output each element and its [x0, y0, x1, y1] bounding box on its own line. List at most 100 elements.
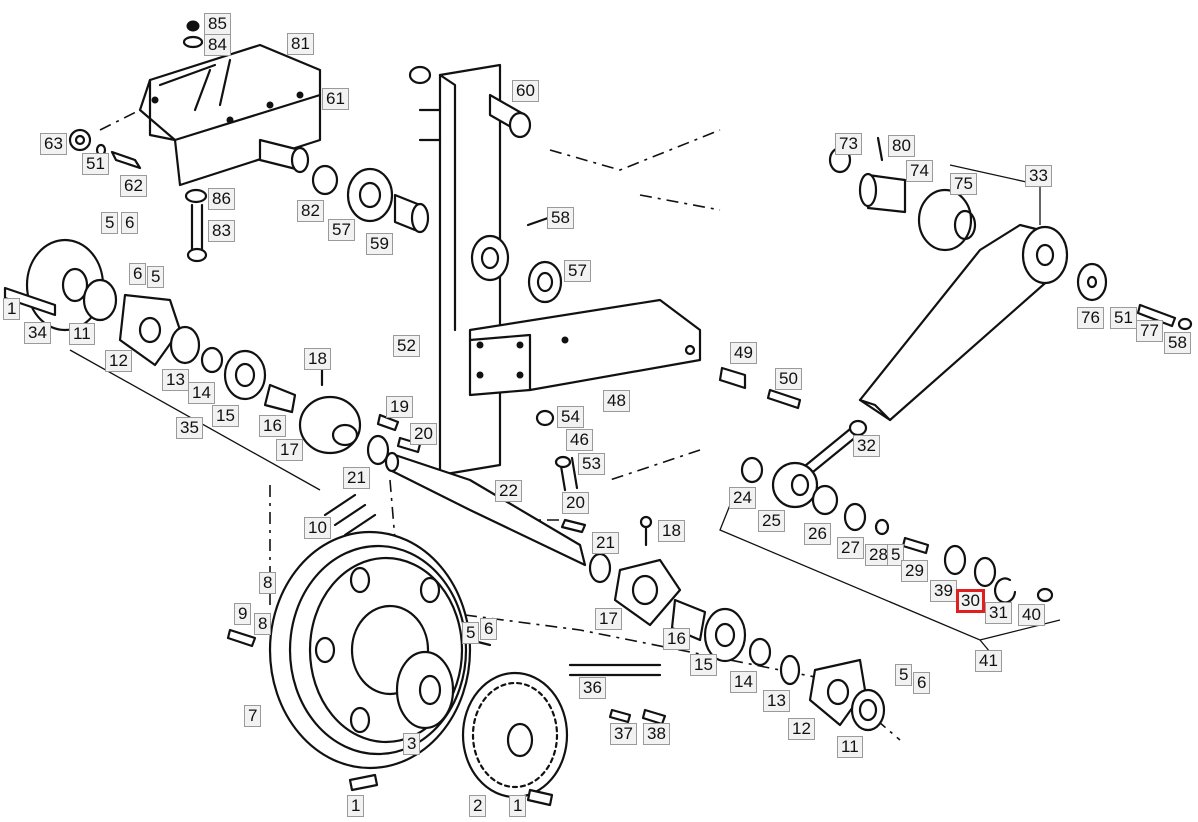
callout-1: 1 — [509, 795, 527, 817]
callout-28: 28 — [865, 544, 892, 566]
callout-4-bottom: 1 — [347, 795, 365, 817]
callout-21-left: 21 — [343, 467, 370, 489]
callout-62: 62 — [120, 175, 147, 197]
callout-41: 41 — [975, 650, 1002, 672]
left-hub-assembly — [3, 238, 422, 466]
callout-8-b: 8 — [254, 613, 272, 635]
callout-5-e: 5 — [895, 664, 913, 686]
callout-25: 25 — [758, 510, 785, 532]
callout-21-right: 21 — [592, 532, 619, 554]
callout-75: 75 — [950, 173, 977, 195]
callout-40: 40 — [1018, 604, 1045, 626]
callout-20-left: 20 — [410, 423, 437, 445]
bearing-57-59 — [311, 164, 430, 234]
callout-6-e: 6 — [913, 672, 931, 694]
callout-86: 86 — [208, 188, 235, 210]
callout-51-left: 51 — [82, 153, 109, 175]
callout-74: 74 — [906, 160, 933, 182]
callout-6-d: 6 — [480, 618, 498, 640]
callout-58-right: 58 — [1164, 332, 1191, 354]
callout-5-c: 5 — [887, 544, 905, 566]
callout-13-right: 13 — [763, 690, 790, 712]
callout-84: 84 — [204, 34, 231, 56]
callout-4-left: 1 — [3, 298, 21, 320]
callout-81: 81 — [287, 33, 314, 55]
callout-59: 59 — [366, 233, 393, 255]
callout-5-a: 5 — [101, 212, 119, 234]
callout-14-right: 14 — [730, 671, 757, 693]
callout-37: 37 — [610, 723, 637, 745]
callout-83: 83 — [208, 220, 235, 242]
callout-29: 29 — [901, 560, 928, 582]
callout-48: 48 — [603, 390, 630, 412]
callout-11-right: 11 — [837, 736, 863, 758]
callout-11-left: 11 — [69, 323, 95, 345]
callout-7: 7 — [244, 705, 262, 727]
main-shaft — [384, 419, 868, 567]
callout-13-left: 13 — [162, 369, 189, 391]
callout-54: 54 — [557, 406, 584, 428]
callout-14-left: 14 — [188, 382, 215, 404]
callout-5-b: 5 — [147, 266, 165, 288]
callout-8-a: 8 — [259, 572, 277, 594]
callout-32: 32 — [853, 435, 880, 457]
callout-60: 60 — [512, 80, 539, 102]
callout-61: 61 — [322, 88, 349, 110]
callout-22: 22 — [495, 480, 522, 502]
lever-arm — [828, 136, 1193, 422]
callout-57-center: 57 — [564, 260, 591, 282]
callout-30-highlighted: 30 — [956, 589, 985, 613]
callout-76: 76 — [1077, 307, 1104, 329]
bolt-83 — [182, 20, 208, 263]
callout-49: 49 — [730, 342, 757, 364]
callout-46: 46 — [566, 429, 593, 451]
callout-10: 10 — [304, 517, 331, 539]
callout-52: 52 — [393, 335, 420, 357]
callout-51-right: 51 — [1110, 307, 1137, 329]
pulley-and-sprocket — [226, 493, 667, 807]
callout-57-top: 57 — [328, 219, 355, 241]
callout-16-right: 16 — [663, 628, 690, 650]
mounting-bracket — [138, 43, 322, 187]
callout-63: 63 — [40, 133, 67, 155]
callout-36: 36 — [579, 677, 606, 699]
callout-77: 77 — [1136, 320, 1163, 342]
washers-63-51-62 — [68, 128, 142, 170]
center-frame — [408, 63, 702, 477]
callout-33: 33 — [1025, 165, 1052, 187]
callout-27: 27 — [837, 537, 864, 559]
callout-53: 53 — [578, 453, 605, 475]
callout-31: 31 — [985, 602, 1012, 624]
callout-18-right: 18 — [658, 520, 685, 542]
callout-17-left: 17 — [276, 439, 303, 461]
callout-19: 19 — [386, 396, 413, 418]
clamp-parts — [535, 366, 1054, 604]
callout-18-left: 18 — [304, 348, 331, 370]
callout-24: 24 — [729, 487, 756, 509]
callout-6-a: 6 — [121, 212, 139, 234]
callout-6-b: 6 — [129, 263, 147, 285]
callout-17-right: 17 — [595, 608, 622, 630]
callout-3: 3 — [403, 733, 421, 755]
right-hub-assembly — [588, 515, 886, 732]
callout-12-left: 12 — [105, 350, 132, 372]
callout-58-center: 58 — [547, 207, 574, 229]
callout-2: 2 — [469, 795, 487, 817]
callout-5-d: 5 — [462, 622, 480, 644]
callout-50: 50 — [775, 368, 802, 390]
callout-82: 82 — [297, 200, 324, 222]
callout-12-right: 12 — [788, 718, 815, 740]
callout-16-left: 16 — [259, 415, 286, 437]
callout-15-left: 15 — [212, 405, 239, 427]
callout-9: 9 — [234, 603, 252, 625]
callout-38: 38 — [643, 723, 670, 745]
callout-73: 73 — [835, 133, 862, 155]
callout-15-right: 15 — [690, 654, 717, 676]
callout-35: 35 — [176, 417, 203, 439]
callout-20-right: 20 — [562, 492, 589, 514]
callout-26: 26 — [804, 523, 831, 545]
callout-34: 34 — [24, 322, 51, 344]
callout-39: 39 — [930, 580, 957, 602]
